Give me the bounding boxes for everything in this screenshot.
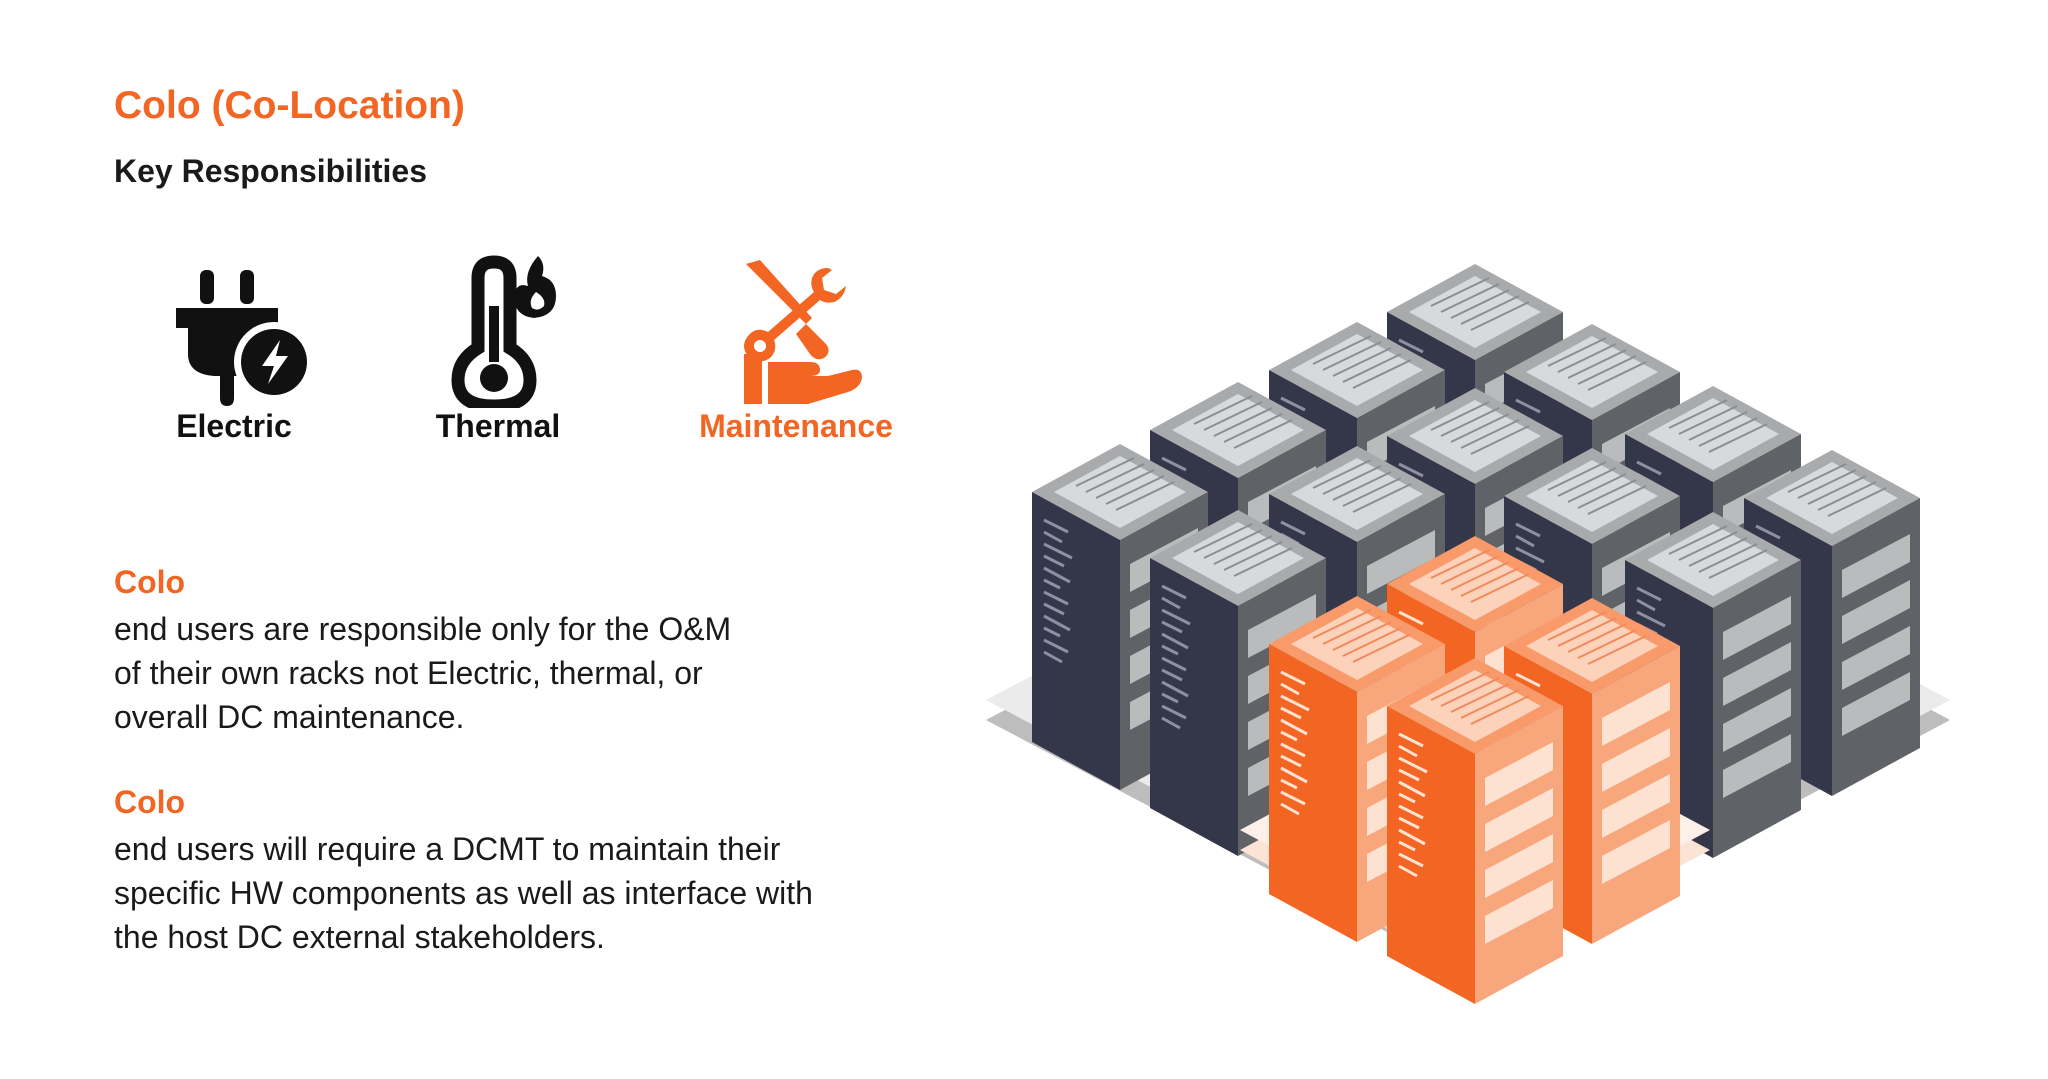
colo-section: Colo end users will require a DCMT to ma… [114, 784, 814, 959]
section-body: end users will require a DCMT to maintai… [114, 831, 813, 955]
page-title: Colo (Co-Location) [114, 84, 465, 127]
colo-section: Colo end users are responsible only for … [114, 564, 814, 739]
section-heading: Colo [114, 784, 186, 820]
plug-bolt-icon [176, 270, 314, 406]
section-body: end users are responsible only for the O… [114, 611, 732, 735]
section-heading: Colo [114, 564, 186, 600]
responsibility-maintenance: Maintenance [666, 254, 926, 445]
datacenter-rack-illustration [986, 262, 1950, 1006]
tools-hand-icon [744, 260, 862, 404]
thermometer-flame-icon [451, 255, 556, 408]
page-subtitle: Key Responsibilities [114, 153, 427, 189]
responsibility-electric: Electric [104, 258, 364, 445]
responsibility-thermal: Thermal [368, 252, 628, 445]
responsibility-label: Thermal [435, 408, 561, 444]
responsibility-label: Maintenance [699, 408, 893, 444]
responsibility-label: Electric [176, 408, 292, 444]
